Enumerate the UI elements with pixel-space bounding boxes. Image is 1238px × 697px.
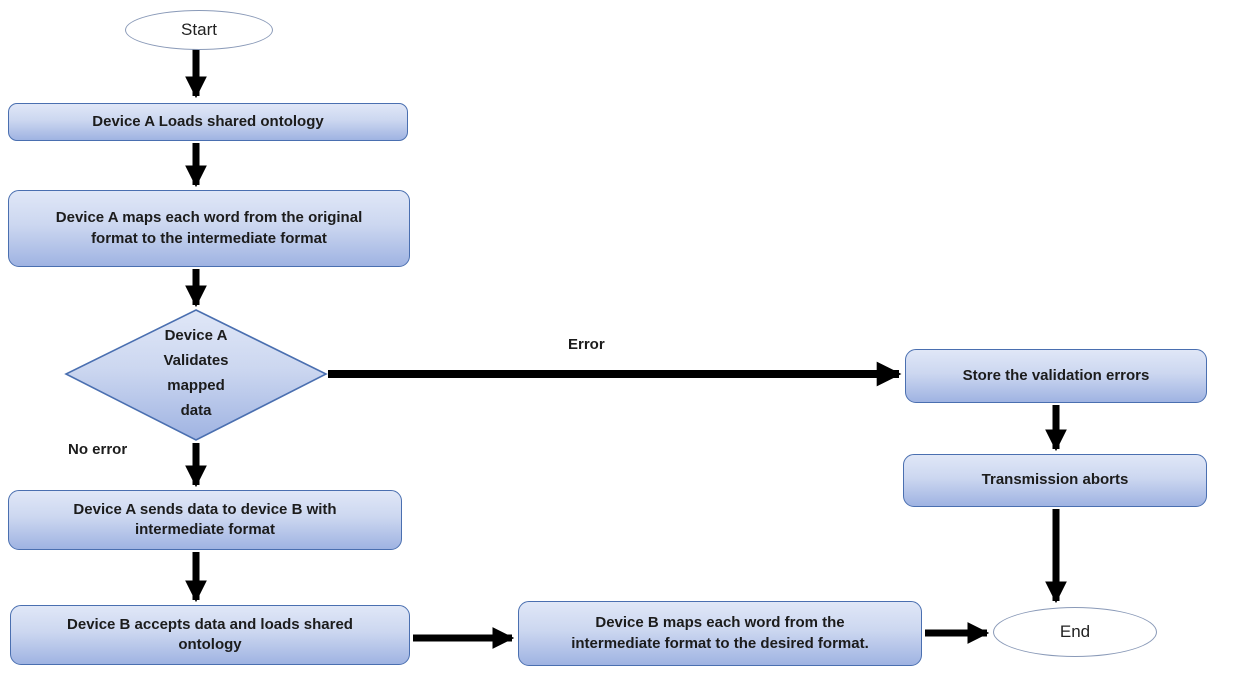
node-map-original: Device A maps each word from the origina… — [8, 190, 410, 267]
edge-label-error: Error — [568, 336, 605, 353]
node-validate-diamond — [64, 309, 328, 441]
node-start: Start — [125, 10, 273, 50]
node-load-ontology: Device A Loads shared ontology — [8, 103, 408, 141]
node-end-label: End — [1059, 622, 1091, 641]
edge-label-no-error: No error — [68, 441, 128, 458]
node-store-errors: Store the validation errors — [905, 349, 1207, 403]
node-send-data: Device A sends data to device B with int… — [8, 490, 402, 550]
node-transmission-aborts: Transmission aborts — [903, 454, 1207, 507]
node-validate-label: Device A Validates mapped data — [163, 327, 229, 419]
node-start-label: Start — [181, 20, 217, 39]
node-end: End — [993, 607, 1157, 657]
node-map-intermediate: Device B maps each word from the interme… — [518, 601, 922, 666]
node-accept-data: Device B accepts data and loads shared o… — [10, 605, 410, 665]
